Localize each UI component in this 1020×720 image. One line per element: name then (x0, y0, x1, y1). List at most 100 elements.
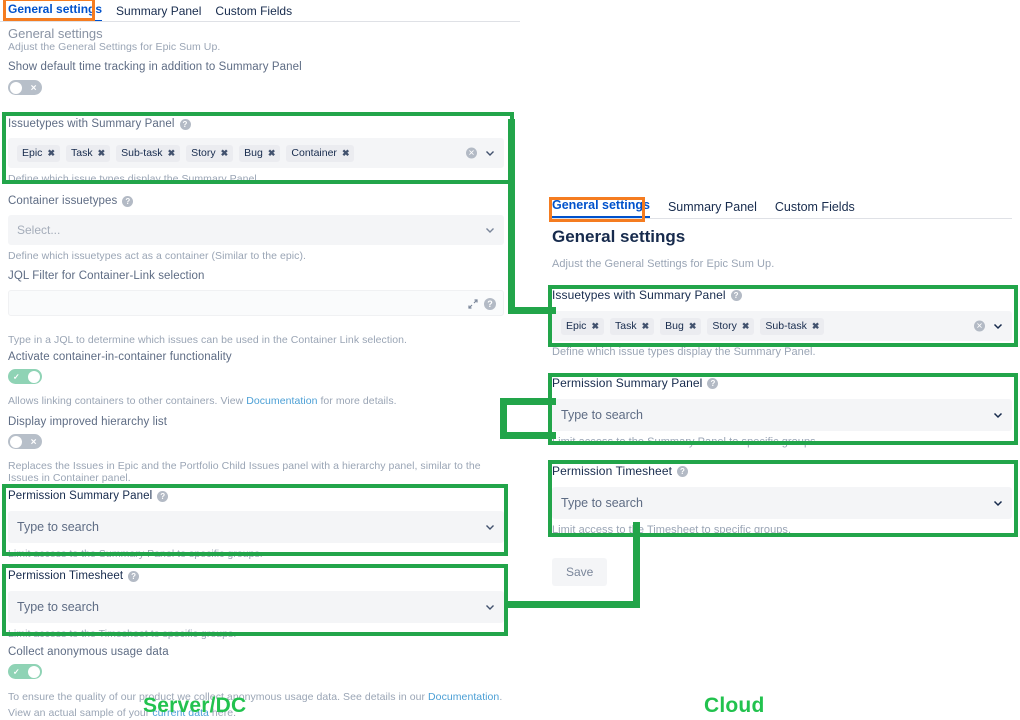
chip-container[interactable]: Container ✖ (286, 144, 355, 162)
connector-permission-summary-horizontal (500, 432, 556, 439)
chip-epic[interactable]: Epic ✖ (17, 144, 60, 162)
permission-timesheet-hint: Limit access to the Timesheet to specifi… (8, 628, 237, 640)
permission-timesheet-placeholder: Type to search (17, 600, 99, 614)
chip-remove-icon[interactable]: ✖ (811, 320, 820, 331)
issuetypes-select[interactable]: Epic ✖ Task ✖ Sub-task ✖ Story ✖ Bug ✖ (8, 138, 504, 168)
chip-remove-icon[interactable]: ✖ (688, 320, 697, 331)
chip-label: Story (191, 147, 216, 159)
connector-permission-timesheet-horizontal (505, 601, 640, 608)
save-button[interactable]: Save (552, 558, 608, 586)
toggle-knob (10, 81, 22, 94)
permission-summary-label-text: Permission Summary Panel (552, 376, 703, 390)
chevron-down-icon[interactable] (993, 321, 1003, 331)
question-icon[interactable]: ? (157, 490, 169, 502)
permission-summary-placeholder: Type to search (561, 408, 643, 422)
chevron-down-icon[interactable] (485, 602, 495, 612)
toggle-on-mark: ✓ (13, 667, 20, 676)
issuetypes-select[interactable]: Epic ✖ Task ✖ Bug ✖ Story ✖ Sub-task ✖ (552, 311, 1012, 341)
current-data-link[interactable]: current data (152, 706, 209, 719)
container-issuetypes-select[interactable]: Select... (8, 215, 504, 245)
chip-remove-icon[interactable]: ✖ (47, 147, 55, 158)
tab-general-settings[interactable]: General settings (8, 2, 103, 22)
server-page-subtitle: Adjust the General Settings for Epic Sum… (8, 41, 221, 53)
connector-issuetypes-vertical (508, 119, 515, 314)
cloud-issuetypes-group: Issuetypes with Summary Panel ? Epic ✖ T… (552, 288, 1012, 358)
chip-epic[interactable]: Epic ✖ (561, 317, 604, 335)
permission-timesheet-hint: Limit access to the Timesheet to specifi… (552, 524, 792, 536)
chip-remove-icon[interactable]: ✖ (97, 147, 106, 158)
documentation-link[interactable]: Documentation (428, 691, 500, 703)
chip-label: Story (712, 320, 737, 332)
chevron-down-icon[interactable] (485, 148, 495, 158)
question-icon[interactable]: ? (128, 570, 140, 582)
expand-icon[interactable] (468, 299, 478, 309)
tab-custom-fields[interactable]: Custom Fields (215, 4, 293, 18)
chip-label: Epic (566, 320, 587, 332)
hierarchy-list-toggle[interactable]: ✕ (8, 434, 42, 449)
toggle-knob (10, 435, 22, 448)
chip-remove-icon[interactable]: ✖ (220, 147, 229, 158)
cloud-panel: General settings Summary Panel Custom Fi… (552, 198, 1020, 586)
time-tracking-toggle[interactable]: ✕ (8, 80, 42, 95)
documentation-link[interactable]: Documentation (246, 395, 318, 407)
usage-data-label: Collect anonymous usage data (8, 646, 169, 658)
chip-label: Bug (244, 147, 263, 159)
cloud-page-title: General settings (552, 227, 686, 246)
chevron-down-icon[interactable] (485, 522, 495, 532)
connector-permission-summary-top (500, 398, 556, 405)
question-icon[interactable]: ? (730, 289, 742, 301)
hierarchy-list-hint: Replaces the Issues in Epic and the Port… (8, 460, 481, 484)
chip-remove-icon[interactable]: ✖ (741, 320, 750, 331)
issuetypes-label-text: Issuetypes with Summary Panel (552, 288, 726, 302)
server-permission-summary-group: Permission Summary Panel ? Type to searc… (8, 490, 504, 560)
connector-issuetypes-horizontal (508, 307, 556, 314)
chevron-down-icon[interactable] (993, 498, 1003, 508)
clear-all-icon[interactable]: ✕ (974, 320, 985, 332)
permission-summary-label: Permission Summary Panel ? (8, 490, 504, 502)
chip-label: Task (614, 320, 637, 332)
chip-task[interactable]: Task ✖ (609, 317, 655, 335)
tab-summary-panel[interactable]: Summary Panel (116, 4, 202, 18)
permission-timesheet-select[interactable]: Type to search (8, 591, 504, 623)
container-issuetypes-label-text: Container issuetypes (8, 195, 118, 207)
toggle-knob (28, 370, 40, 383)
chip-remove-icon[interactable]: ✖ (641, 320, 650, 331)
usage-data-toggle[interactable]: ✓ (8, 664, 42, 679)
clear-all-icon[interactable]: ✕ (466, 147, 477, 159)
jql-filter-input[interactable]: ? (8, 290, 504, 316)
permission-summary-hint: Limit access to the Summary Panel to spe… (552, 436, 819, 448)
server-permission-timesheet-group: Permission Timesheet ? Type to search Li… (8, 570, 504, 640)
container-issuetypes-group: Container issuetypes ? Select... Define … (8, 195, 504, 262)
chip-remove-icon[interactable]: ✖ (267, 147, 276, 158)
cloud-permission-timesheet-group: Permission Timesheet ? Type to search Li… (552, 464, 1012, 536)
hint-text-1: Allows linking containers to other conta… (8, 395, 247, 407)
chip-remove-icon[interactable]: ✖ (341, 147, 350, 158)
permission-summary-select[interactable]: Type to search (552, 399, 1012, 431)
container-in-container-toggle[interactable]: ✓ (8, 369, 42, 384)
permission-timesheet-select[interactable]: Type to search (552, 487, 1012, 519)
tab-general-settings[interactable]: General settings (552, 198, 650, 218)
question-icon[interactable]: ? (484, 298, 496, 310)
chevron-down-icon[interactable] (993, 410, 1003, 420)
chip-story[interactable]: Story ✖ (186, 144, 234, 162)
permission-timesheet-label: Permission Timesheet ? (8, 570, 504, 582)
question-icon[interactable]: ? (122, 195, 134, 207)
question-icon[interactable]: ? (677, 465, 689, 477)
chip-story[interactable]: Story ✖ (707, 317, 755, 335)
chip-sub-task[interactable]: Sub-task ✖ (760, 317, 825, 335)
chip-bug[interactable]: Bug ✖ (239, 144, 281, 162)
chip-sub-task[interactable]: Sub-task ✖ (116, 144, 181, 162)
tab-custom-fields[interactable]: Custom Fields (774, 200, 855, 214)
chip-task[interactable]: Task ✖ (65, 144, 111, 162)
chip-remove-icon[interactable]: ✖ (591, 320, 599, 331)
tab-summary-panel[interactable]: Summary Panel (667, 200, 757, 214)
question-icon[interactable]: ? (707, 377, 719, 389)
connector-permission-summary-vertical (500, 398, 507, 439)
permission-summary-select[interactable]: Type to search (8, 511, 504, 543)
chip-bug[interactable]: Bug ✖ (660, 317, 702, 335)
chip-remove-icon[interactable]: ✖ (167, 147, 176, 158)
chevron-down-icon[interactable] (485, 225, 495, 235)
question-icon[interactable]: ? (179, 118, 191, 130)
container-in-container-hint: Allows linking containers to other conta… (8, 395, 504, 407)
